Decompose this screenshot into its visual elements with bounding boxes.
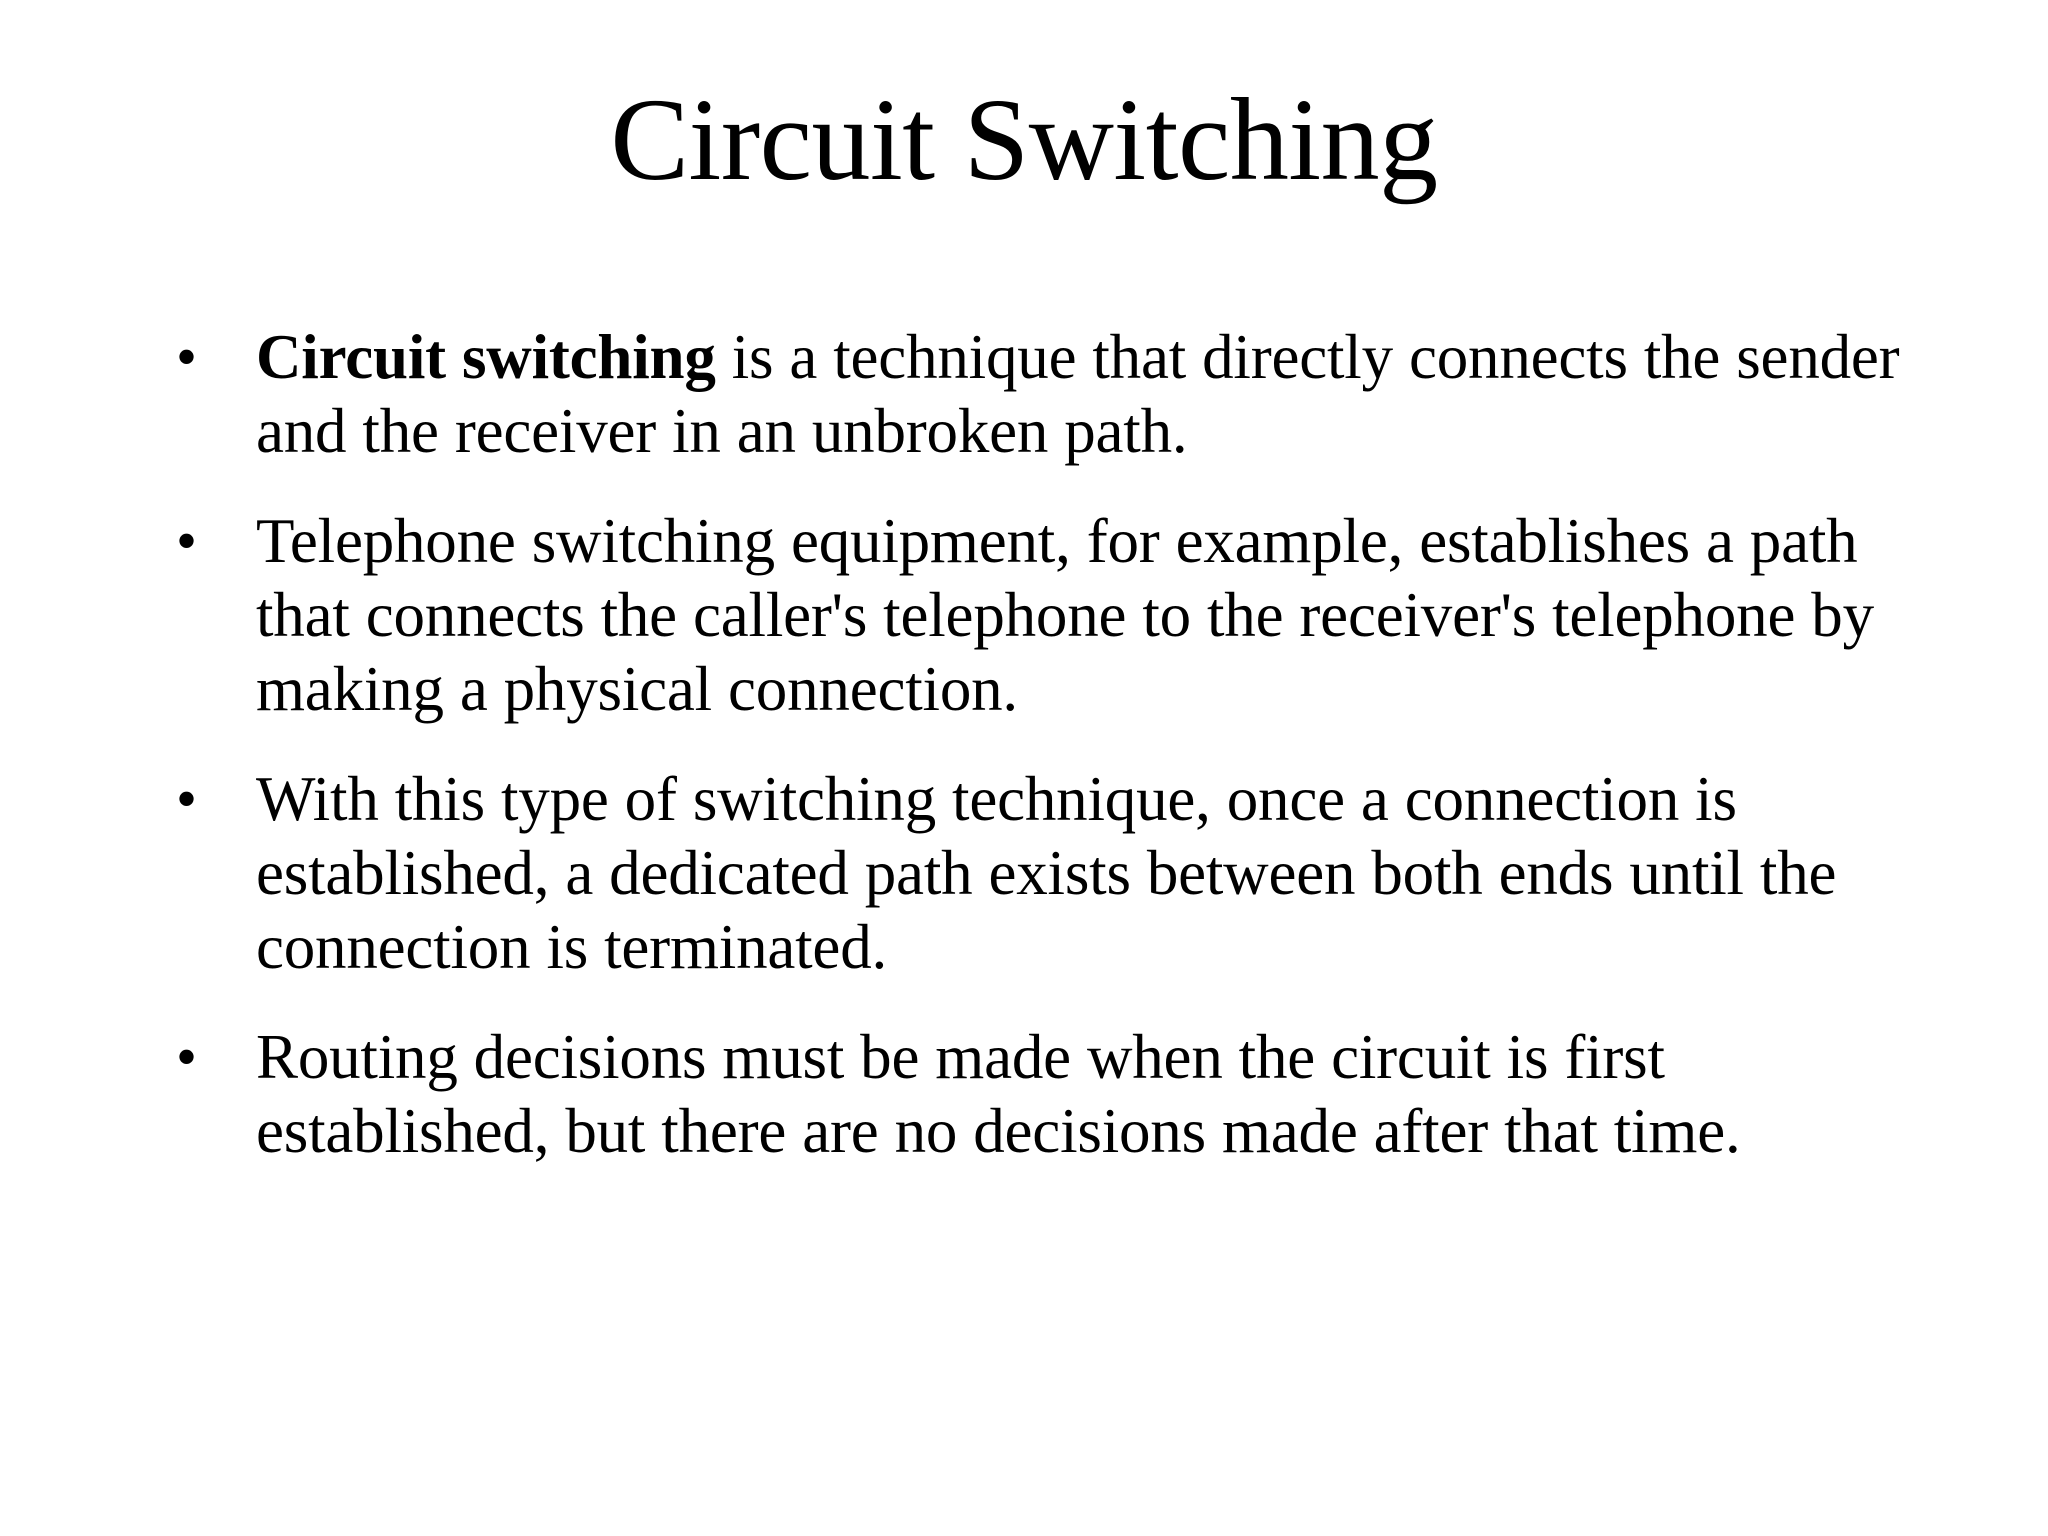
list-item-text: Circuit switching is a technique that di… <box>256 320 1928 468</box>
list-item: • With this type of switching technique,… <box>168 762 1928 984</box>
list-item-body: Telephone switching equipment, for examp… <box>256 506 1874 724</box>
list-item-emphasis: Circuit switching <box>256 322 716 392</box>
list-item-body: Routing decisions must be made when the … <box>256 1022 1741 1166</box>
list-item-body: is a technique that directly connects th… <box>256 322 1900 466</box>
list-item: • Circuit switching is a technique that … <box>168 320 1928 468</box>
list-item: • Telephone switching equipment, for exa… <box>168 504 1928 726</box>
list-item-text: Routing decisions must be made when the … <box>256 1020 1928 1168</box>
list-item-body: With this type of switching technique, o… <box>256 764 1837 982</box>
bullet-point-icon: • <box>176 508 198 574</box>
list-item-text: With this type of switching technique, o… <box>256 762 1928 984</box>
bullet-point-icon: • <box>176 766 198 832</box>
bullet-point-icon: • <box>176 324 198 390</box>
list-item-text: Telephone switching equipment, for examp… <box>256 504 1928 726</box>
bullet-list: • Circuit switching is a technique that … <box>168 320 1928 1168</box>
page-title: Circuit Switching <box>610 74 1438 205</box>
list-item: • Routing decisions must be made when th… <box>168 1020 1928 1168</box>
bullet-point-icon: • <box>176 1024 198 1090</box>
